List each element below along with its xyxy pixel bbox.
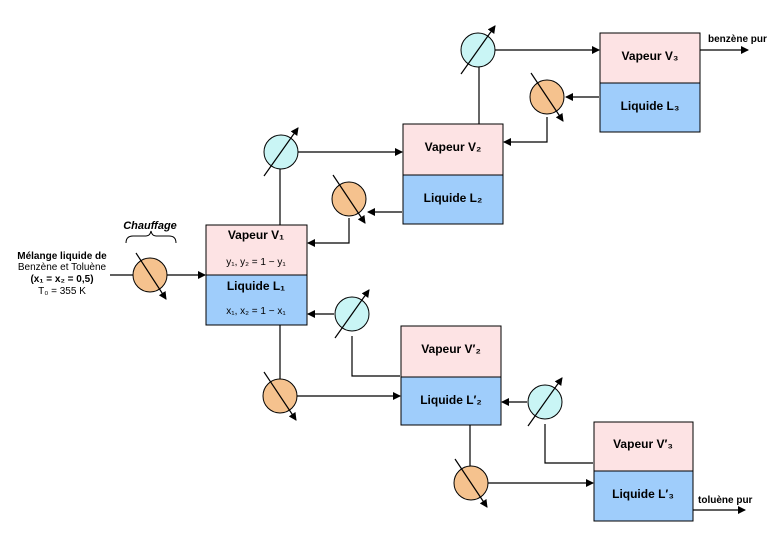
stage1-liquid-label: Liquide L₁	[227, 279, 285, 293]
stage3-bottom-vessel: Vapeur V′₃ Liquide L′₃	[593, 421, 694, 522]
cooler-icon	[334, 289, 370, 339]
heat-exchanger-icon	[529, 72, 565, 122]
svg-text:T₀ = 355 K: T₀ = 355 K	[38, 286, 86, 297]
stage2-top-liquid-section	[402, 174, 504, 225]
stage2-bottom-liquid-label: Liquide L′₂	[420, 393, 482, 407]
stage1-vapor-equation: y₁, y₂ = 1 − y₁	[226, 257, 286, 268]
stage3-bottom-vapor-section	[593, 421, 694, 472]
stage1-liquid-equation: x₁, x₂ = 1 − x₁	[226, 306, 286, 317]
stage3-bottom-liquid-section	[593, 470, 694, 522]
heat-exchanger-icon	[262, 371, 298, 421]
heating-label: Chauffage	[123, 220, 177, 232]
toluene-output-label: toluène pur	[698, 495, 753, 506]
heating-brace	[125, 230, 177, 244]
stage2-bottom-vessel: Vapeur V′₂ Liquide L′₂	[400, 325, 502, 426]
svg-text:Mélange liquide de: Mélange liquide de	[17, 251, 107, 262]
stage3-top-liquid-label: Liquide L₃	[621, 99, 680, 113]
line-l2-recycle-down	[307, 218, 350, 247]
stage2-top-liquid-label: Liquide L₂	[424, 191, 483, 205]
stage3-bottom-vapor-label: Vapeur V′₃	[613, 437, 673, 451]
line-v2b-recycle	[351, 336, 400, 377]
stage1-vapor-label: Vapeur V₁	[228, 228, 284, 242]
stage2-bottom-vapor-section	[400, 325, 502, 378]
stage2-bottom-vapor-label: Vapeur V′₂	[421, 342, 481, 356]
stage3-top-liquid-section	[599, 82, 701, 133]
benzene-output-label: benzène pur	[708, 34, 767, 45]
stage1-vessel: Vapeur V₁ y₁, y₂ = 1 − y₁ Liquide L₁ x₁,…	[205, 224, 308, 326]
svg-text:Benzène et Toluène: Benzène et Toluène	[18, 262, 107, 273]
line-l1-to-l2b	[279, 325, 401, 400]
line-l2b-to-l3b	[469, 425, 594, 487]
heat-exchanger-icon	[331, 174, 367, 224]
cooler-icon	[263, 127, 299, 177]
stage1-liquid-section	[205, 274, 308, 326]
cooler-icon	[460, 25, 496, 75]
stage3-top-vapor-section	[599, 32, 701, 84]
stage2-top-vessel: Vapeur V₂ Liquide L₂	[402, 123, 504, 225]
feed-label: Mélange liquide de Benzène et Toluène (x…	[17, 251, 107, 297]
stage3-top-vapor-label: Vapeur V₃	[622, 49, 679, 63]
heat-exchanger-icon	[453, 458, 489, 508]
cooler-icon	[527, 377, 563, 427]
stage2-top-vapor-label: Vapeur V₂	[425, 140, 482, 154]
stage3-bottom-liquid-label: Liquide L′₃	[612, 487, 674, 501]
heat-exchanger-icon	[132, 252, 168, 300]
svg-text:(x₁ = x₂ = 0,5): (x₁ = x₂ = 0,5)	[30, 274, 93, 285]
stage3-top-vessel: Vapeur V₃ Liquide L₃	[599, 32, 701, 133]
line-v3b-recycle	[544, 424, 593, 464]
line-l3-recycle-down	[503, 117, 548, 146]
